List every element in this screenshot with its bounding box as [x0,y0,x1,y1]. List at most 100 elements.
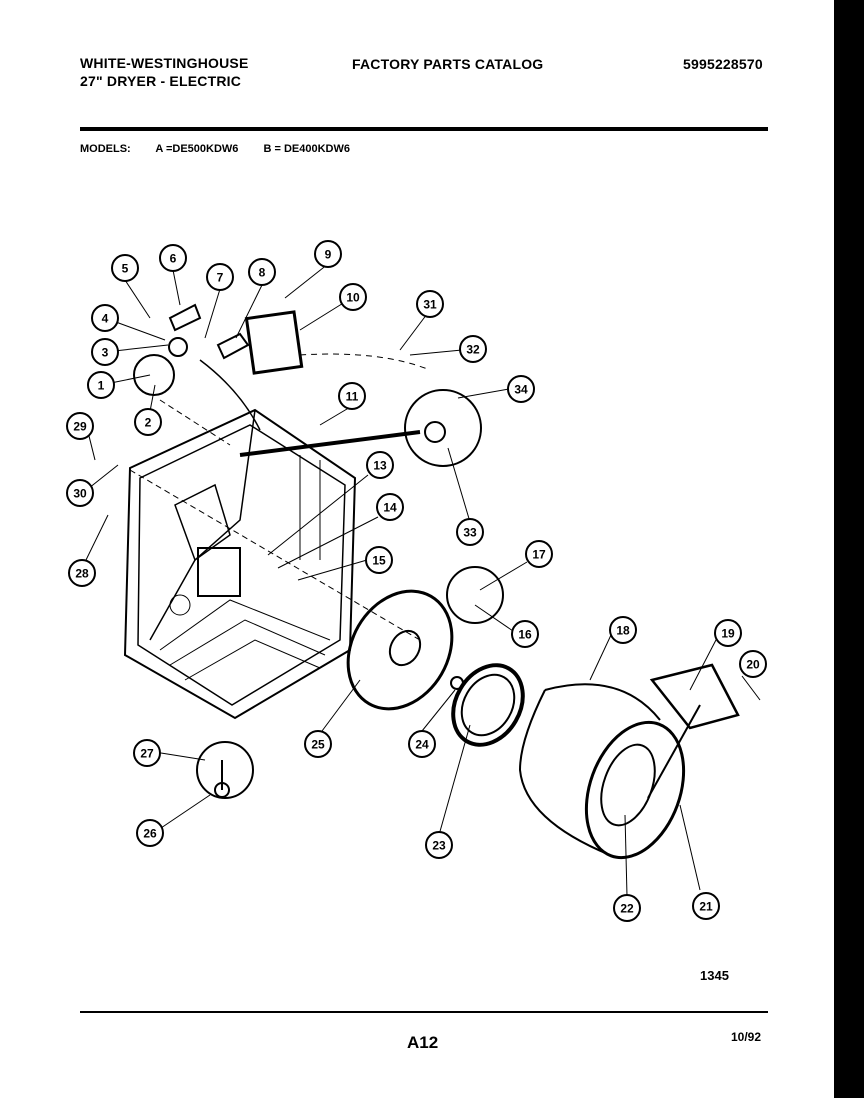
part-3 [168,337,188,357]
callout-number: 5 [122,262,129,276]
callout-number: 19 [721,627,735,641]
callout-circle [314,240,342,268]
scan-border [834,0,864,1098]
callout-number: 14 [383,501,397,515]
callout-19: 19 [714,619,742,647]
brand-name: WHITE-WESTINGHOUSE [80,55,249,71]
front-bulkhead [346,589,454,711]
cabinet-drawing [123,408,357,720]
callout-number: 26 [143,827,157,841]
callout-number: 4 [102,312,109,326]
callout-number: 29 [73,420,87,434]
callout-circle [111,254,139,282]
cabinet-inner [137,424,346,706]
callout-15: 15 [365,546,393,574]
callout-circle [739,650,767,678]
duct-opening [197,547,241,597]
callout-number: 7 [217,271,224,285]
callout-24: 24 [408,730,436,758]
callout-8: 8 [248,258,276,286]
callout-circle [248,258,276,286]
parts-drawing [133,303,740,860]
callout-27: 27 [133,739,161,767]
callout-number: 3 [102,346,109,360]
callout-number: 31 [423,298,437,312]
callout-number: 1 [98,379,105,393]
callout-circle [91,304,119,332]
callout-number: 16 [518,628,532,642]
callout-number: 15 [372,554,386,568]
callout-13: 13 [366,451,394,479]
page-number: A12 [407,1033,439,1052]
rear-support [174,483,231,562]
callout-2: 2 [134,408,162,436]
callout-number: 34 [514,383,528,397]
callout-number: 2 [145,416,152,430]
callout-circle [133,739,161,767]
callout-number: 13 [373,459,387,473]
callout-number: 21 [699,900,713,914]
callout-number: 17 [532,548,546,562]
callout-32: 32 [459,335,487,363]
motor-detail [404,389,482,467]
models-line: MODELS: A =DE500KDW6 B = DE400KDW6 [80,143,372,155]
callout-33: 33 [456,518,484,546]
callout-6: 6 [159,244,187,272]
catalog-number: 5995228570 [683,56,763,72]
callout-circle [366,451,394,479]
callout-25: 25 [304,730,332,758]
callout-30: 30 [66,479,94,507]
callout-number: 27 [140,747,154,761]
callout-number: 6 [170,252,177,266]
callout-14: 14 [376,493,404,521]
callout-18: 18 [609,616,637,644]
callout-9: 9 [314,240,342,268]
callout-circle [609,616,637,644]
lint-filter-10 [244,310,304,375]
callout-circle [613,894,641,922]
callout-3: 3 [91,338,119,366]
callout-circle [507,375,535,403]
callout-4: 4 [91,304,119,332]
drum-back [518,689,611,856]
baffle [649,663,740,730]
callout-number: 20 [746,658,760,672]
callout-number: 18 [616,624,630,638]
callout-circle [408,730,436,758]
foot-detail [196,741,254,799]
product-description: 27" DRYER - ELECTRIC [80,73,242,89]
callout-circle [525,540,553,568]
part-1-detail [133,354,175,396]
door-seal [451,663,525,747]
callout-circle [134,408,162,436]
drum-front [584,720,686,860]
callout-circle [692,892,720,920]
callout-7: 7 [206,263,234,291]
callout-16: 16 [511,620,539,648]
callout-circle [365,546,393,574]
model-a: A =DE500KDW6 [155,143,239,155]
callout-11: 11 [338,382,366,410]
header-rule [80,127,768,131]
callout-number: 28 [75,567,89,581]
part-6 [168,303,202,332]
part-16-detail [446,566,504,624]
callout-circle [416,290,444,318]
leader-lines [83,263,761,897]
part-8 [216,332,250,360]
callout-number: 30 [73,487,87,501]
callout-circle [68,559,96,587]
callout-number: 25 [311,738,325,752]
callout-number: 22 [620,902,634,916]
callout-circle [376,493,404,521]
callout-10: 10 [339,283,367,311]
models-label: MODELS: [80,143,131,155]
callout-number: 9 [325,248,332,262]
callout-28: 28 [68,559,96,587]
callout-20: 20 [739,650,767,678]
callout-circle [66,412,94,440]
callout-circle [159,244,187,272]
callout-29: 29 [66,412,94,440]
